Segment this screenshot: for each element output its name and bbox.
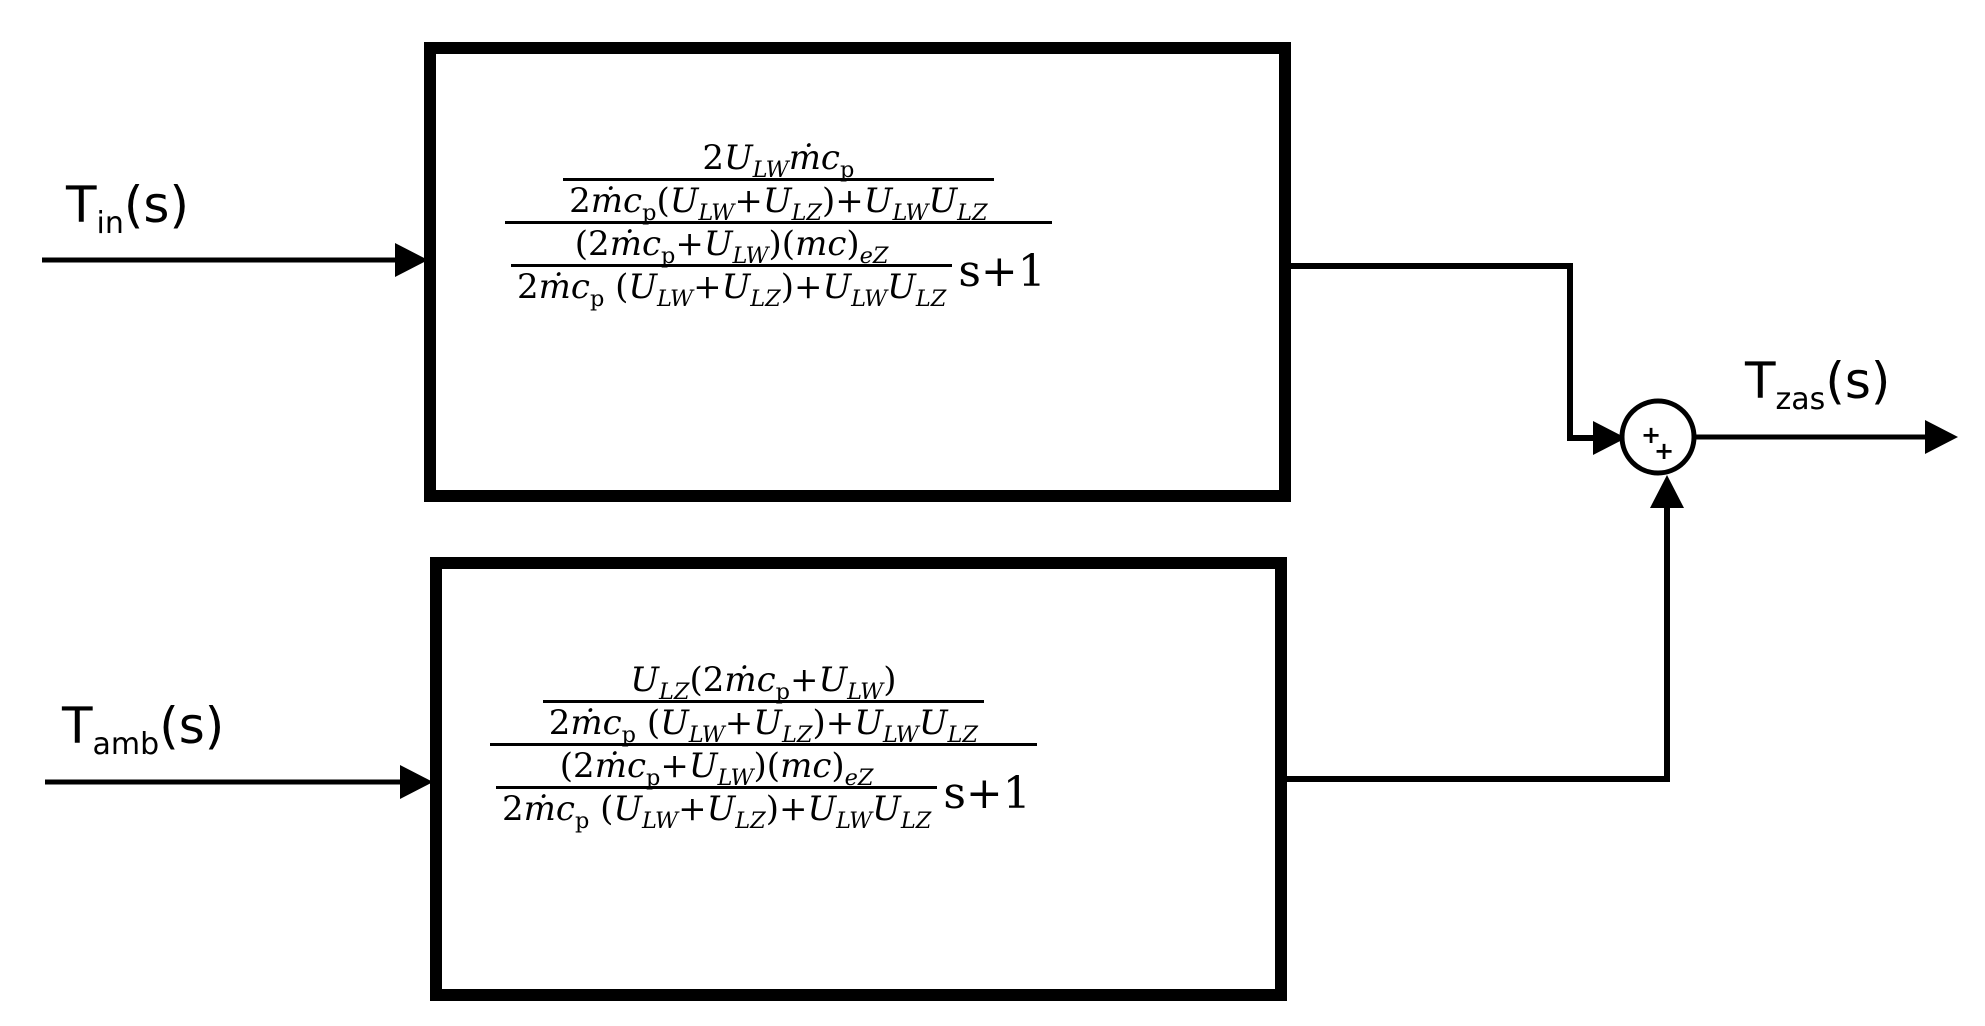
tf-top-suffix: s+1 (958, 246, 1046, 297)
label-tin: Tin(s) (66, 176, 189, 241)
label-tamb: Tamb(s) (62, 697, 225, 762)
tf-bottom-suffix: s+1 (943, 768, 1031, 819)
tf-bottom-gain-numerator: ULZ(2ṁcp+ULW) (630, 660, 897, 705)
input-arrow-tin (42, 243, 428, 277)
tf-top-tau-denominator: 2ṁcp (ULW+ULZ)+ULWULZ (517, 267, 947, 312)
tf-bottom-tau-denominator: 2ṁcp (ULW+ULZ)+ULWULZ (502, 789, 932, 834)
sum-sign-2: + (1654, 437, 1674, 465)
tf-bottom-tau-numerator: (2ṁcp+ULW)(mc)eZ (559, 746, 874, 791)
tf-bottom-gain-denominator: 2ṁcp (ULW+ULZ)+ULWULZ (548, 703, 979, 748)
tf-top-tau-numerator: (2ṁcp+ULW)(mc)eZ (574, 224, 889, 269)
transfer-function-top: 2ULWṁcp 2ṁcp(ULW+ULZ)+ULWULZ (2ṁcp+ULW)(… (505, 138, 1052, 312)
input-arrow-tamb (45, 765, 433, 799)
tf-top-gain-denominator: 2ṁcp(ULW+ULZ)+ULWULZ (569, 181, 988, 226)
transfer-function-bottom: ULZ(2ṁcp+ULW) 2ṁcp (ULW+ULZ)+ULWULZ (2ṁc… (490, 660, 1037, 834)
output-arrow (1694, 420, 1958, 454)
transfer-block-top (424, 42, 1291, 502)
connector-bottom-to-sum (1281, 475, 1684, 782)
sum-sign-1: + (1641, 421, 1661, 449)
tf-top-gain-numerator: 2ULWṁcp (702, 138, 855, 183)
connector-top-to-sum (1285, 263, 1626, 455)
label-tzas: Tzas(s) (1745, 352, 1891, 417)
